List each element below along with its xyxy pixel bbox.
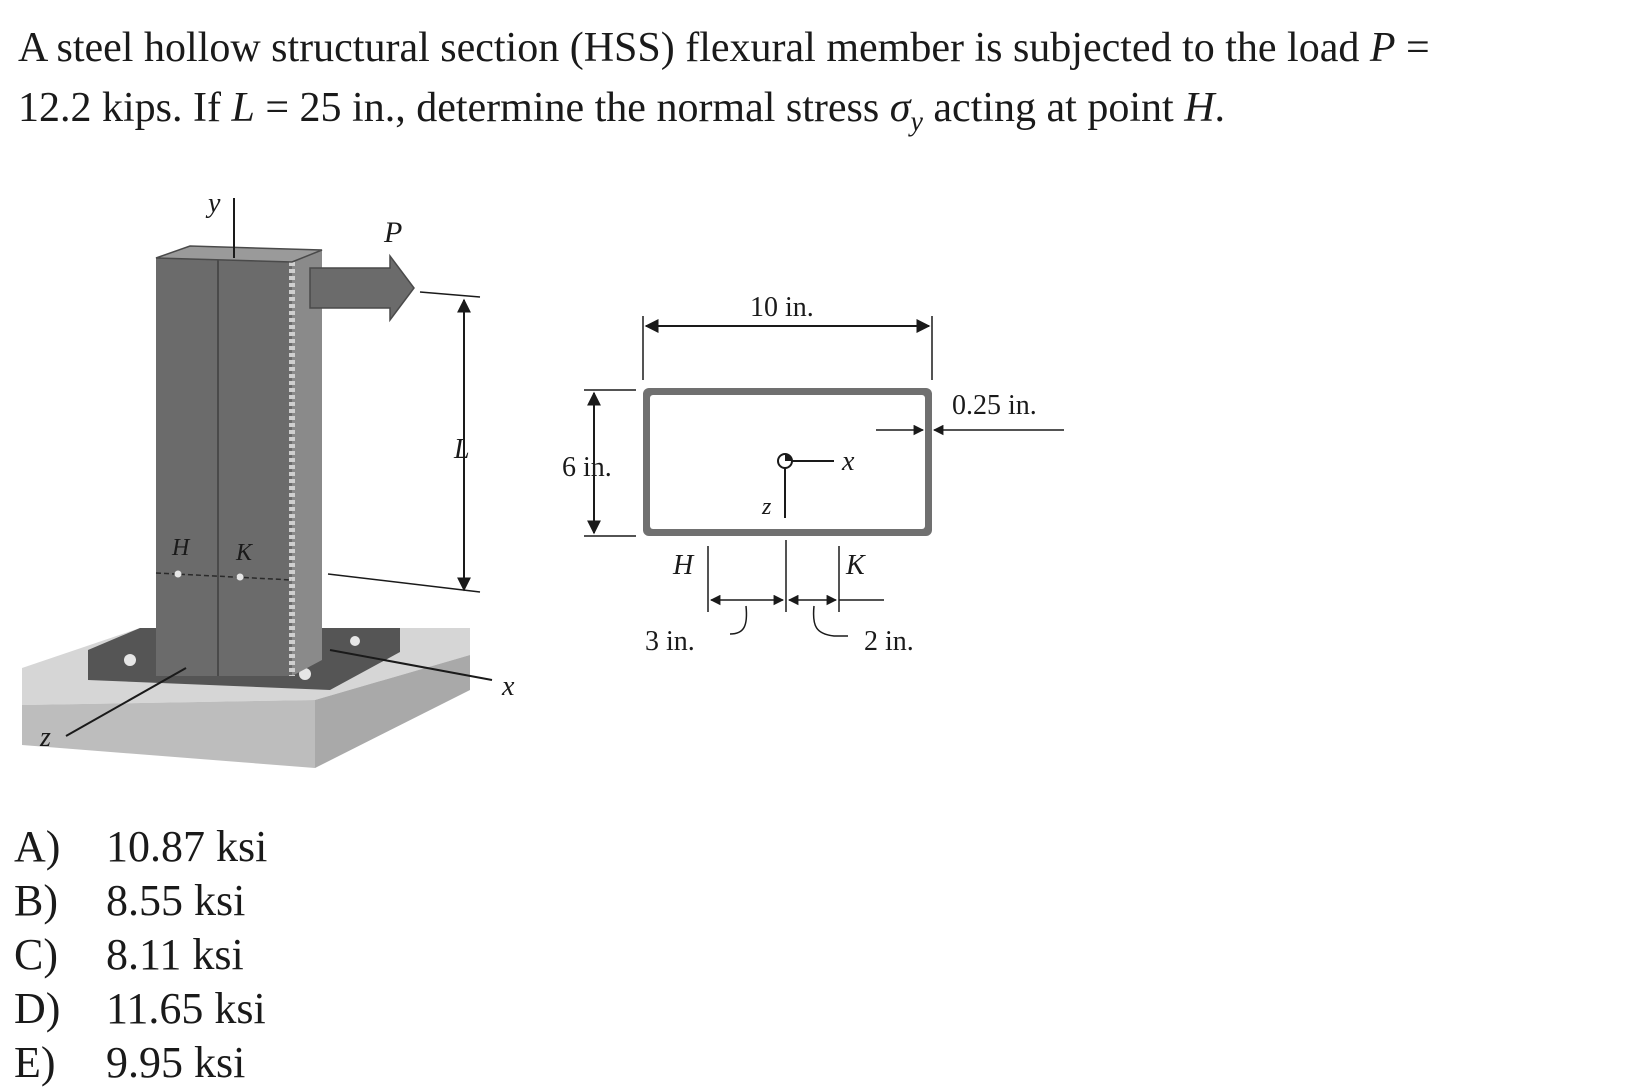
load-arrow-icon bbox=[309, 253, 415, 323]
dim-width-label: 10 in. bbox=[750, 292, 814, 323]
bolt-icon bbox=[350, 636, 360, 646]
column-top bbox=[155, 245, 323, 263]
point-symbol: H bbox=[1184, 85, 1215, 131]
x-axis-line bbox=[329, 649, 493, 681]
sigma-symbol: σ bbox=[889, 85, 911, 131]
sigma-subscript: y bbox=[910, 106, 923, 138]
choice-text: 10.87 ksi bbox=[106, 822, 268, 871]
z-axis-line bbox=[65, 667, 187, 737]
length-symbol: L bbox=[231, 85, 255, 131]
point-K-marker bbox=[236, 573, 244, 581]
choice-a[interactable]: A) 10.87 ksi bbox=[14, 820, 267, 874]
choice-letter: B) bbox=[14, 876, 58, 925]
column-drawing: H K y x z P L bbox=[22, 188, 515, 768]
column-front-face bbox=[156, 258, 292, 676]
problem-text-2c: acting at point bbox=[922, 85, 1185, 131]
choice-letter: C) bbox=[14, 930, 58, 979]
problem-line-1: A steel hollow structural section (HSS) … bbox=[18, 18, 1618, 78]
concrete-base-side bbox=[315, 655, 470, 768]
leader-2in bbox=[812, 605, 848, 637]
choice-text: 8.11 ksi bbox=[106, 930, 244, 979]
choice-text: 11.65 ksi bbox=[106, 984, 266, 1033]
column-side-face bbox=[292, 250, 322, 676]
cross-section: 10 in. 6 in. 0.25 in. x z H K 3 in. 2 in… bbox=[562, 292, 1064, 657]
dim-L-label: L bbox=[453, 434, 470, 465]
section-cut-line bbox=[155, 572, 293, 581]
point-H-marker bbox=[174, 570, 182, 578]
section-point-K-label: K bbox=[845, 550, 866, 581]
answer-choices: A) 10.87 ksi B) 8.55 ksi C) 8.11 ksi D) 11.6… bbox=[14, 820, 267, 1090]
choice-text: 8.55 ksi bbox=[106, 876, 246, 925]
problem-line-2: 12.2 kips. If L = 25 in., determine the … bbox=[18, 78, 1618, 152]
choice-letter: D) bbox=[14, 984, 61, 1033]
problem-text-2b: = 25 in., determine the normal stress bbox=[254, 85, 890, 131]
section-z-label: z bbox=[761, 494, 772, 520]
centroid-marker-fill bbox=[785, 454, 792, 461]
z-axis-label: z bbox=[39, 722, 51, 753]
choice-c[interactable]: C) 8.11 ksi bbox=[14, 928, 267, 982]
choice-d[interactable]: D) 11.65 ksi bbox=[14, 982, 267, 1036]
point-K-label: K bbox=[235, 540, 254, 566]
choice-text: 9.95 ksi bbox=[106, 1038, 246, 1087]
bolt-icon bbox=[124, 654, 136, 666]
choice-letter: A) bbox=[14, 822, 61, 871]
dim-thickness-label: 0.25 in. bbox=[952, 390, 1037, 421]
dim-L-extension-bottom bbox=[327, 573, 481, 593]
x-axis-label: x bbox=[501, 671, 515, 702]
dim-H-label: 3 in. bbox=[645, 626, 695, 657]
problem-text-2a: 12.2 kips. If bbox=[18, 85, 232, 131]
concrete-base-front bbox=[22, 700, 315, 768]
dim-height-label: 6 in. bbox=[562, 452, 612, 483]
section-x-label: x bbox=[841, 446, 855, 477]
problem-statement: A steel hollow structural section (HSS) … bbox=[18, 18, 1618, 152]
section-point-H-label: H bbox=[672, 550, 695, 581]
choice-b[interactable]: B) 8.55 ksi bbox=[14, 874, 267, 928]
choice-e[interactable]: E) 9.95 ksi bbox=[14, 1036, 267, 1090]
y-axis-label: y bbox=[205, 188, 221, 219]
choice-letter: E) bbox=[14, 1038, 56, 1087]
dim-L-extension-top bbox=[419, 291, 481, 298]
leader-3in bbox=[729, 605, 748, 635]
problem-text-1b: = bbox=[1395, 25, 1430, 71]
problem-text-1a: A steel hollow structural section (HSS) … bbox=[18, 25, 1370, 71]
dim-K-label: 2 in. bbox=[864, 626, 914, 657]
point-H-label: H bbox=[171, 535, 191, 561]
load-label: P bbox=[383, 216, 402, 249]
problem-text-2d: . bbox=[1214, 85, 1226, 131]
load-symbol: P bbox=[1369, 25, 1396, 71]
bolt-icon bbox=[299, 668, 311, 680]
